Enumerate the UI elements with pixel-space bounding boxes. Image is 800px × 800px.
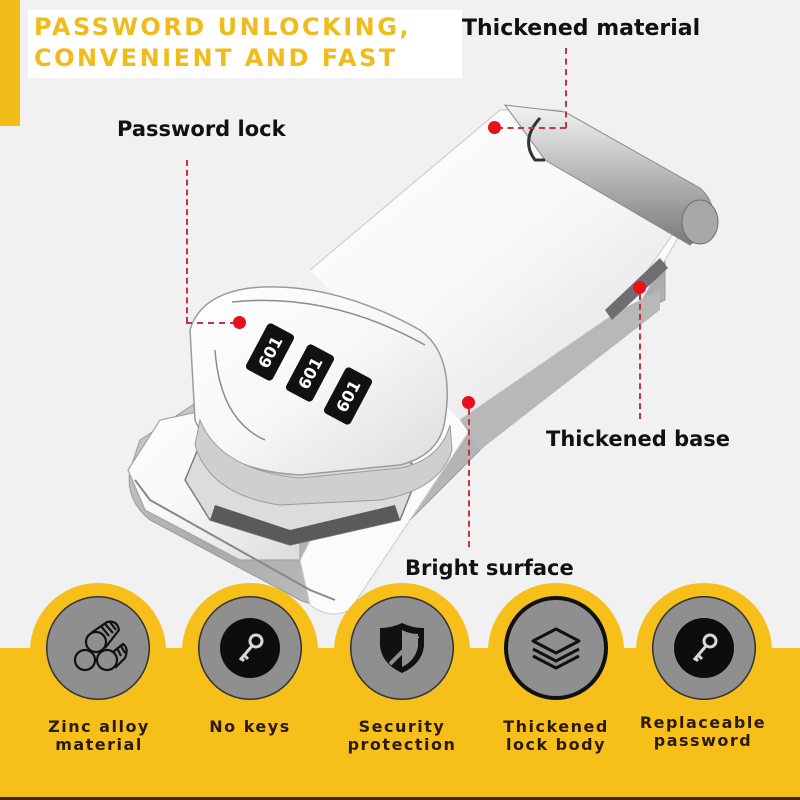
callout-dot (233, 316, 246, 329)
key-icon (692, 633, 718, 663)
feature-security (350, 596, 454, 700)
headline-banner: PASSWORD UNLOCKING, CONVENIENT AND FAST (28, 10, 462, 78)
feature-no-keys (198, 596, 302, 700)
layers-icon (531, 627, 581, 670)
accent-bar (0, 0, 20, 126)
feature-label: Replaceable password (639, 713, 767, 750)
headline-line-1: PASSWORD UNLOCKING, (34, 13, 412, 41)
callout-bright-surface: Bright surface (405, 556, 574, 580)
feature-label: Zinc alloy material (48, 717, 150, 754)
key-icon (238, 633, 264, 663)
callout-thickened-base: Thickened base (546, 427, 731, 451)
callout-line (497, 127, 566, 129)
callout-dot (488, 121, 501, 134)
callout-line (468, 409, 470, 547)
metal-bars-icon (73, 620, 128, 672)
callout-line (565, 48, 567, 128)
feature-label: Thickened lock body (503, 717, 609, 754)
callout-dot (462, 396, 475, 409)
feature-thickened-body (504, 596, 608, 700)
feature-label: No keys (209, 717, 291, 736)
feature-zinc-alloy (46, 596, 150, 700)
bottom-rule (0, 797, 800, 800)
callout-line (639, 294, 641, 419)
headline-line-2: CONVENIENT AND FAST (34, 44, 398, 72)
callout-dot (633, 281, 646, 294)
shield-icon (380, 623, 424, 673)
feature-replaceable-password (652, 596, 756, 700)
callout-line (186, 160, 188, 323)
callout-line (186, 322, 236, 324)
callout-password-lock: Password lock (117, 117, 286, 141)
feature-label: Security protection (347, 717, 457, 754)
callout-thickened-material: Thickened material (462, 16, 701, 41)
